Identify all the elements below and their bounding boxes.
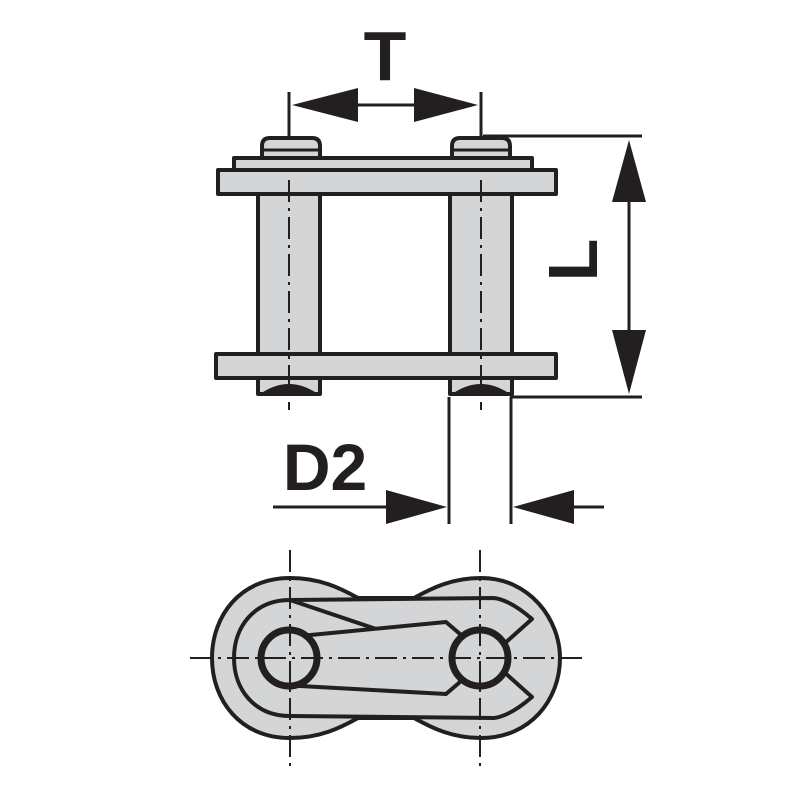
arrow-down-icon (612, 330, 646, 394)
arrow-up-icon (612, 140, 646, 202)
arrow-right-icon (414, 88, 478, 122)
label-l: L (534, 239, 612, 282)
top-plate (216, 168, 558, 196)
top-view (190, 550, 585, 766)
dimension-l: L (483, 134, 646, 399)
pin-head-right (450, 136, 512, 160)
pin-head-left (260, 136, 322, 160)
arrow-left-icon (292, 88, 358, 122)
arrow-left-icon (513, 490, 574, 524)
label-t: T (364, 17, 407, 95)
dimension-d2: D2 (273, 397, 604, 524)
pin-end-right (452, 384, 510, 394)
dimension-t: T (287, 17, 483, 138)
arrow-right-icon (386, 490, 447, 524)
label-d2: D2 (283, 430, 367, 504)
pin-end-left (260, 384, 318, 394)
side-view (214, 136, 558, 410)
bottom-plate (214, 352, 558, 380)
